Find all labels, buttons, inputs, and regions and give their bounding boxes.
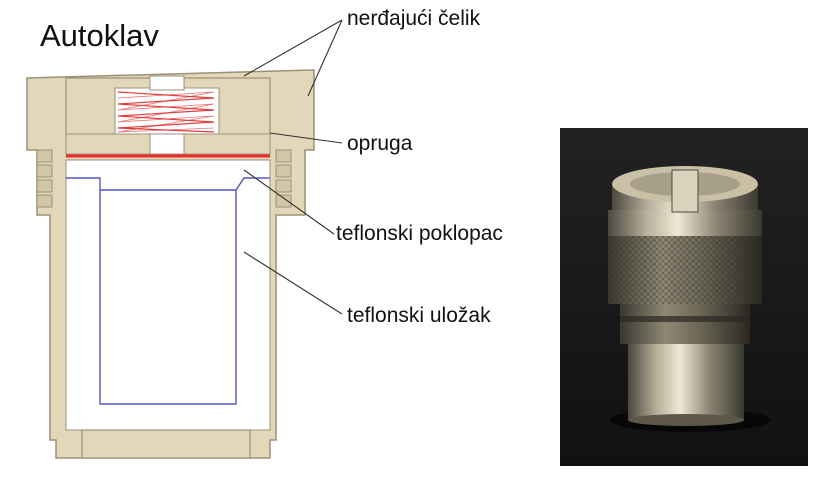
cap-threads-left: [36, 149, 53, 208]
plate-center-slot: [149, 133, 185, 155]
label-teflon-liner: teflonski uložak: [347, 304, 491, 327]
leader-teflon-lid: [243, 169, 335, 235]
teflon-liner-outline: [66, 177, 270, 191]
photo-body: [628, 340, 744, 420]
label-spring: opruga: [347, 132, 413, 155]
autoclave-photo: [560, 128, 808, 466]
photo-knurl-texture: [608, 232, 762, 304]
bottom-plug: [81, 429, 251, 459]
spring-coil-back: [117, 91, 215, 133]
leader-spring: [269, 132, 343, 144]
label-stainless-steel: nerđajući čelik: [347, 7, 481, 30]
leader-teflon-liner: [243, 251, 343, 315]
label-teflon-lid: teflonski poklopac: [336, 222, 503, 245]
cap-threads-right: [275, 149, 292, 208]
autoclave-cross-section: [26, 69, 315, 459]
top-slot: [149, 75, 185, 91]
diagram-title: Autoklav: [40, 18, 159, 53]
leader-steel-1: [243, 19, 343, 77]
photo-screw-slot: [671, 169, 699, 213]
teflon-liner-body: [99, 190, 237, 405]
photo-body-base: [628, 414, 744, 426]
leader-steel-2: [307, 19, 343, 97]
photo-top-chamfer: [608, 210, 762, 236]
photo-lower-groove: [620, 316, 750, 322]
leader-lines: [243, 19, 343, 315]
vessel-cavity: [65, 159, 271, 431]
